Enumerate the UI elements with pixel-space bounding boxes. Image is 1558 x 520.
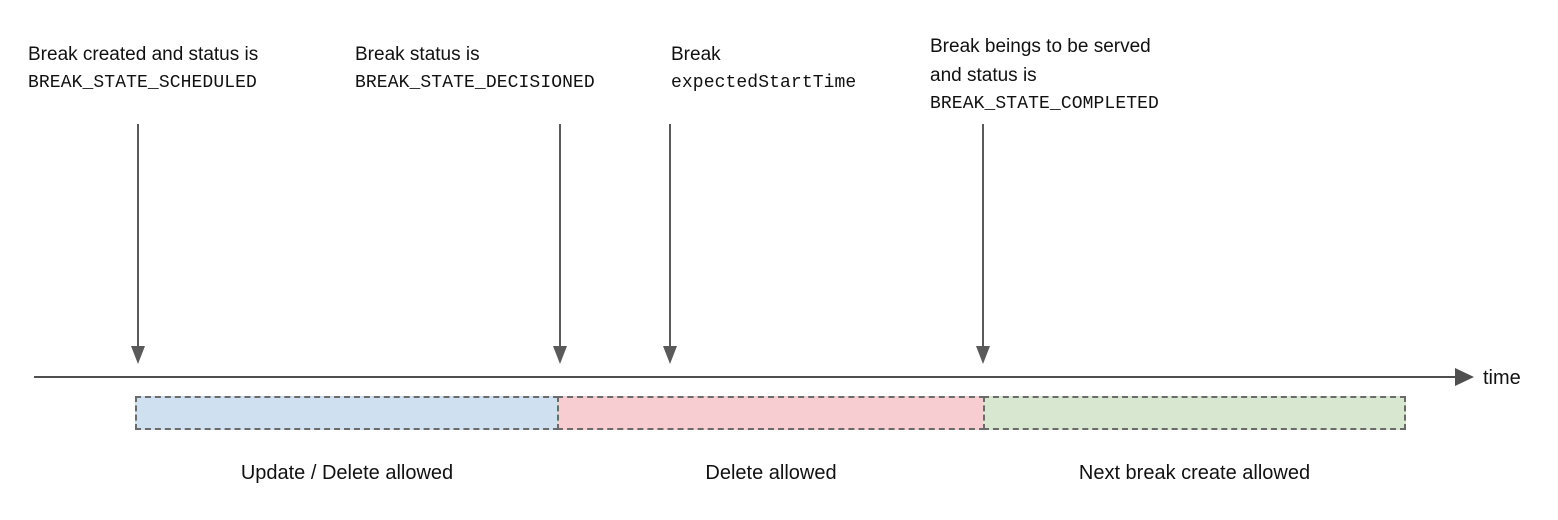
annotation-line-1: Break beings to be served bbox=[930, 36, 1151, 57]
time-axis-label: time bbox=[1483, 367, 1521, 389]
annotation-expected-start-time: Break expectedStartTime bbox=[671, 40, 856, 98]
annotation-state-constant: BREAK_STATE_DECISIONED bbox=[355, 73, 595, 93]
phase-bar-scheduled bbox=[135, 396, 559, 430]
arrow-shaft bbox=[982, 124, 984, 350]
marker-arrow-expected-start-time-icon bbox=[662, 124, 678, 366]
phase-bar-decisioned bbox=[557, 396, 985, 430]
time-axis-line bbox=[34, 376, 1472, 378]
annotation-line-2: and status is bbox=[930, 65, 1037, 86]
annotation-break-decisioned: Break status is BREAK_STATE_DECISIONED bbox=[355, 40, 595, 98]
marker-arrow-decisioned-icon bbox=[552, 124, 568, 366]
annotation-state-constant: BREAK_STATE_COMPLETED bbox=[930, 94, 1159, 114]
arrow-head-down-icon bbox=[663, 346, 677, 364]
arrow-shaft bbox=[669, 124, 671, 350]
marker-arrow-scheduled-icon bbox=[130, 124, 146, 366]
phase-caption-decisioned: Delete allowed bbox=[705, 462, 837, 484]
arrow-shaft bbox=[559, 124, 561, 350]
phase-caption-scheduled: Update / Delete allowed bbox=[240, 462, 454, 484]
phase-bar-completed bbox=[983, 396, 1406, 430]
arrow-head-down-icon bbox=[553, 346, 567, 364]
time-axis-arrow-right-icon bbox=[1455, 368, 1474, 386]
annotation-line-1: Break created and status is bbox=[28, 44, 259, 65]
arrow-shaft bbox=[137, 124, 139, 350]
arrow-head-down-icon bbox=[131, 346, 145, 364]
marker-arrow-completed-icon bbox=[975, 124, 991, 366]
annotation-line-1: Break status is bbox=[355, 44, 480, 65]
annotation-field-name: expectedStartTime bbox=[671, 73, 857, 93]
annotation-break-completed: Break beings to be served and status is … bbox=[930, 32, 1159, 119]
arrow-head-down-icon bbox=[976, 346, 990, 364]
annotation-state-constant: BREAK_STATE_SCHEDULED bbox=[28, 73, 257, 93]
annotation-break-scheduled: Break created and status is BREAK_STATE_… bbox=[28, 40, 258, 98]
annotation-line-1: Break bbox=[671, 44, 721, 65]
phase-caption-completed: Next break create allowed bbox=[1078, 462, 1311, 484]
